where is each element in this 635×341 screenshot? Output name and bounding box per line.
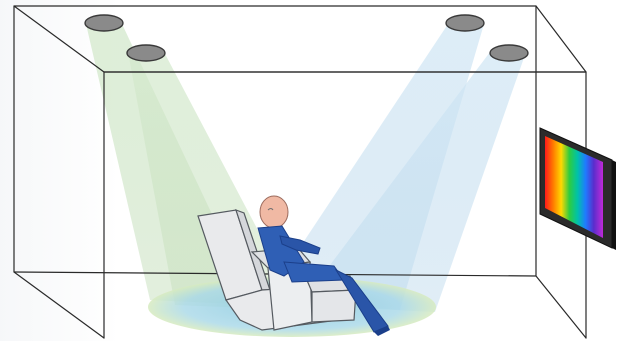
wall-tv-icon <box>539 127 616 250</box>
ceiling-speaker-icon <box>489 44 529 62</box>
beam-front-left <box>128 52 300 310</box>
beam-front-right <box>300 52 526 312</box>
ceiling-speakers <box>84 14 529 62</box>
beam-back-right <box>265 24 484 310</box>
ceiling-speaker-icon <box>126 44 166 62</box>
ceiling-speaker-icon <box>84 14 124 32</box>
tv-screen <box>545 136 603 238</box>
seated-person-icon <box>257 195 390 336</box>
person-head <box>259 195 289 229</box>
ceiling-speaker-icon <box>445 14 485 32</box>
